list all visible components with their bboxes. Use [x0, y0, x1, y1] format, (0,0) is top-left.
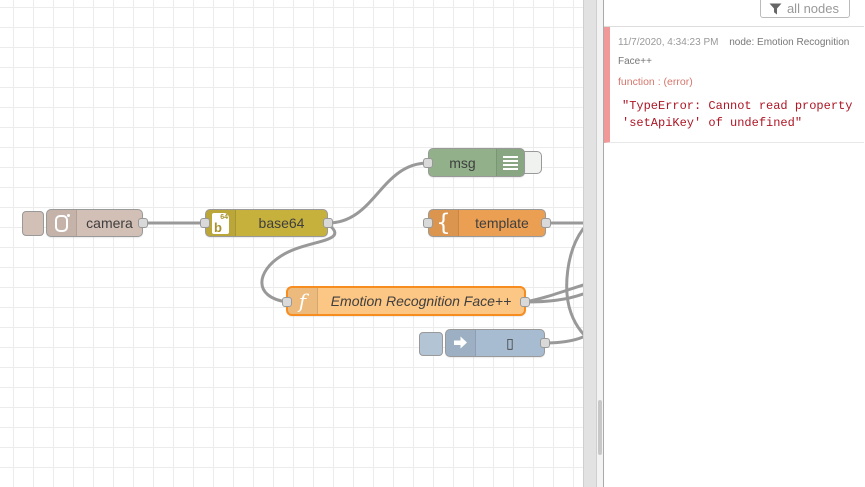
debug-list-icon — [496, 149, 524, 176]
node-camera[interactable]: camera — [46, 209, 143, 237]
port-debug-in[interactable] — [423, 158, 433, 168]
node-base64[interactable]: 64 b base64 — [205, 209, 328, 237]
node-function-emotion-recognition[interactable]: f Emotion Recognition Face++ — [286, 286, 526, 316]
wire — [523, 292, 583, 304]
node-inject[interactable]: ▯ — [445, 329, 545, 357]
inject-arrow-icon — [446, 330, 476, 356]
port-function-in[interactable] — [282, 297, 292, 307]
node-template[interactable]: { template — [428, 209, 546, 237]
port-base64-in[interactable] — [200, 218, 210, 228]
port-function-out[interactable] — [520, 297, 530, 307]
flow-canvas[interactable]: camera 64 b base64 msg { templat — [0, 0, 583, 487]
node-debug-msg[interactable]: msg — [428, 148, 525, 177]
debug-filter-button[interactable]: all nodes — [759, 0, 850, 18]
port-template-out[interactable] — [541, 218, 551, 228]
base64-icon: 64 b — [206, 210, 236, 236]
camera-node-button[interactable] — [22, 211, 44, 236]
debug-message-topic: function : (error) — [618, 76, 693, 88]
node-label: base64 — [258, 215, 305, 231]
debug-timestamp: 11/7/2020, 4:34:23 PM — [618, 37, 719, 48]
node-label: template — [475, 215, 529, 231]
inject-node-button[interactable] — [419, 332, 443, 356]
filter-button-label: all nodes — [786, 0, 839, 16]
node-label: msg — [449, 154, 476, 171]
port-camera-out[interactable] — [138, 218, 148, 228]
node-label: Emotion Recognition Face++ — [330, 293, 512, 309]
port-inject-out[interactable] — [540, 338, 550, 348]
debug-error-payload: "TypeError: Cannot read property 'setApi… — [622, 98, 853, 130]
wire — [565, 227, 583, 336]
debug-message-meta: 11/7/2020, 4:34:23 PM node: Emotion Reco… — [618, 33, 862, 71]
wire — [326, 161, 430, 225]
wire — [260, 222, 337, 304]
debug-toolbar: all nodes — [604, 0, 864, 27]
wire — [543, 335, 583, 345]
curly-brace-icon: { — [429, 210, 459, 236]
canvas-scrollbar[interactable] — [597, 0, 604, 487]
funnel-icon — [769, 3, 782, 14]
debug-message: 11/7/2020, 4:34:23 PM node: Emotion Reco… — [604, 27, 864, 143]
function-icon: f — [288, 288, 318, 314]
node-label: ▯ — [506, 334, 514, 351]
debug-source-node: node: Emotion Recognition Face++ — [618, 37, 850, 67]
wire-layer — [141, 161, 583, 345]
node-label: camera — [86, 215, 133, 231]
sidebar-separator[interactable] — [583, 0, 597, 487]
camera-icon — [47, 210, 77, 236]
port-base64-out[interactable] — [323, 218, 333, 228]
port-template-in[interactable] — [423, 218, 433, 228]
scrollbar-thumb[interactable] — [598, 400, 602, 455]
debug-sidebar: all nodes 11/7/2020, 4:34:23 PM node: Em… — [604, 0, 864, 487]
